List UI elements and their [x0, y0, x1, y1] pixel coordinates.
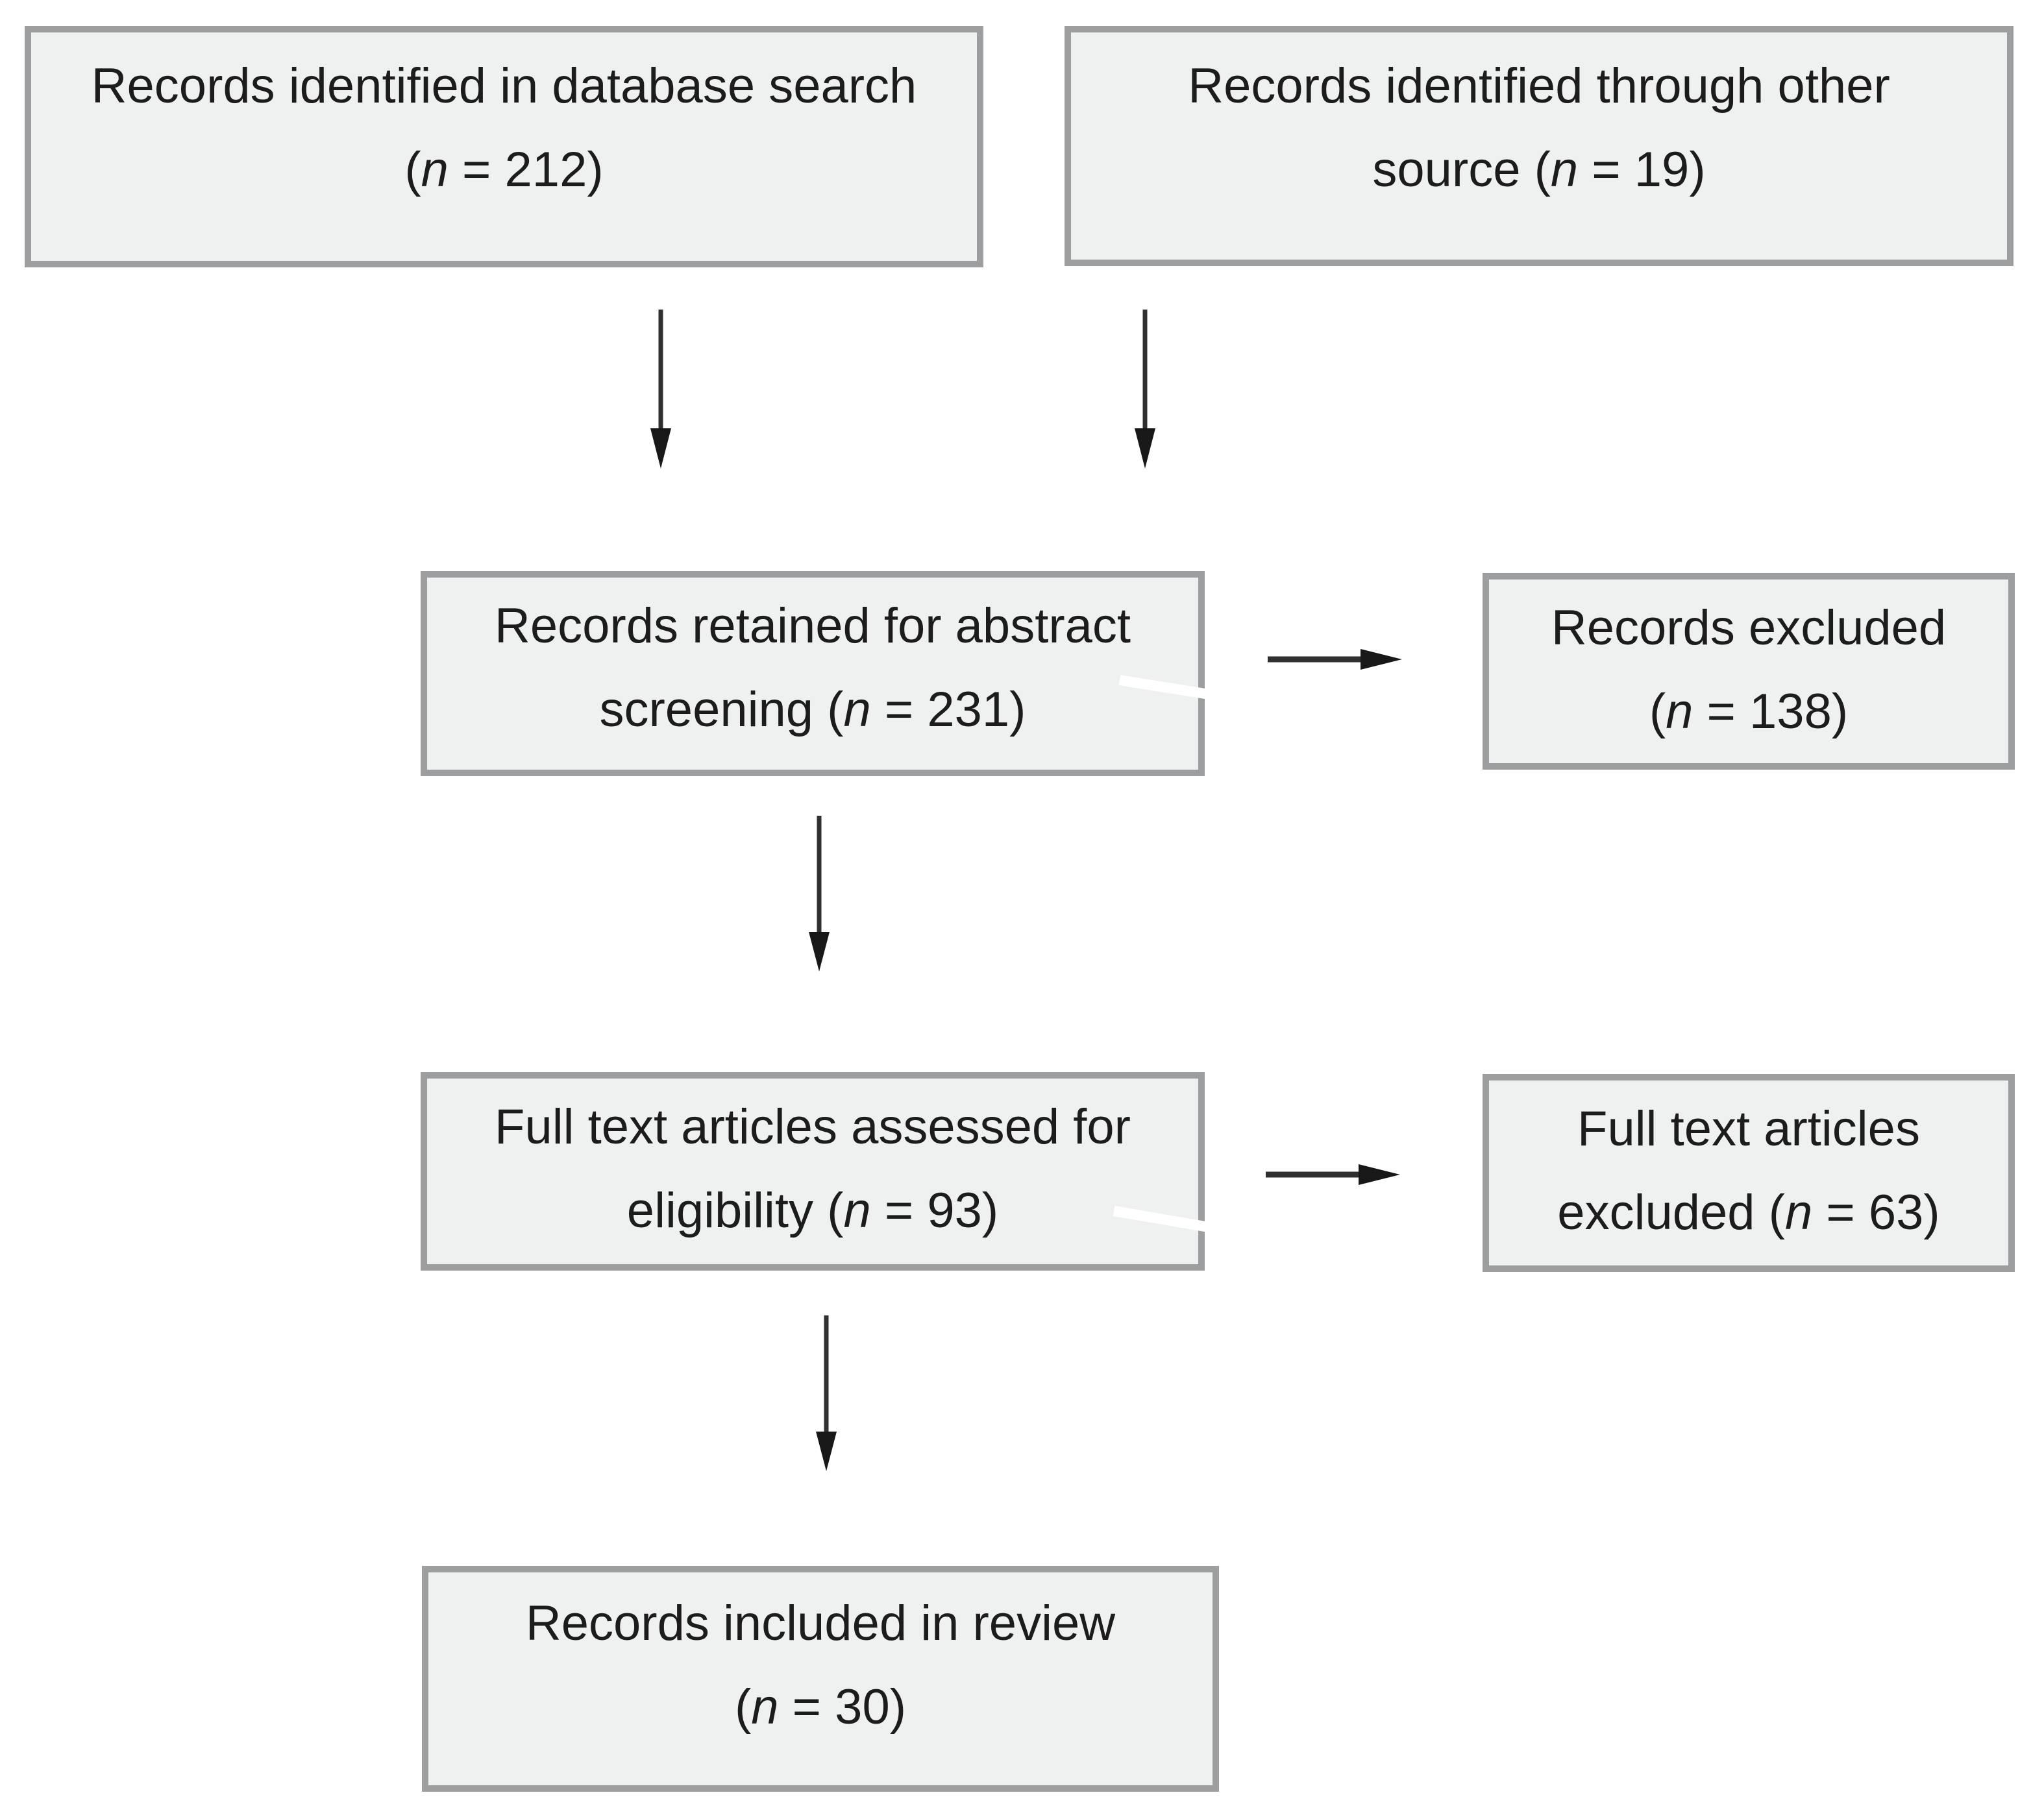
- box-count-line: excluded (n = 63): [1557, 1185, 1940, 1241]
- box-count-line: (n = 212): [404, 142, 604, 198]
- box-text-line: Records identified through other: [1188, 58, 1890, 114]
- box-text-line: Records included in review: [525, 1596, 1116, 1651]
- arrow-screening-to-fulltext: [809, 816, 830, 971]
- arrow-screening-to-excluded: [1268, 649, 1402, 670]
- arrow-fulltext-to-excluded: [1266, 1164, 1400, 1185]
- box-text-line: Records identified in database search: [91, 58, 917, 114]
- box-text-line: Full text articles assessed for: [495, 1099, 1131, 1154]
- arrow-other-to-screening: [1135, 310, 1155, 469]
- box-records-excluded: Records excluded (n = 138): [1483, 573, 2015, 770]
- arrow-db-to-screening: [650, 310, 671, 469]
- box-fulltext-excluded: Full text articles excluded (n = 63): [1483, 1074, 2015, 1272]
- box-records-identified-other-source: Records identified through other source …: [1065, 26, 2013, 266]
- arrow-fulltext-to-included: [816, 1315, 837, 1471]
- box-text-line: Full text articles: [1577, 1101, 1920, 1156]
- box-count-line: source (n = 19): [1372, 142, 1706, 198]
- box-count-line: (n = 138): [1649, 684, 1849, 740]
- box-count-line: (n = 30): [734, 1679, 907, 1735]
- box-text-line: Records excluded: [1551, 600, 1947, 655]
- box-records-identified-database: Records identified in database search (n…: [25, 26, 983, 267]
- box-count-line: eligibility (n = 93): [626, 1183, 999, 1239]
- box-count-line: screening (n = 231): [599, 682, 1026, 738]
- box-records-retained-abstract-screening: Records retained for abstract screening …: [421, 571, 1205, 776]
- box-fulltext-assessed-eligibility: Full text articles assessed for eligibil…: [421, 1072, 1205, 1271]
- box-records-included-review: Records included in review (n = 30): [422, 1566, 1219, 1792]
- box-text-line: Records retained for abstract: [494, 598, 1131, 653]
